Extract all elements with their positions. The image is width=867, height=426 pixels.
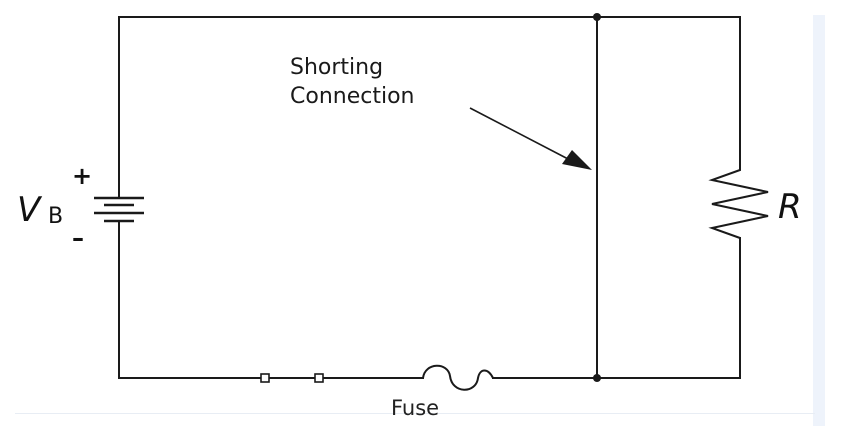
resistor-symbol	[708, 162, 769, 239]
terminal-left	[260, 373, 270, 383]
junction-bottom	[593, 374, 601, 382]
battery-voltage-subscript: B	[48, 204, 64, 229]
callout-line-2: Connection	[290, 84, 415, 109]
battery-negative-sign: –	[72, 224, 84, 252]
battery-symbol	[94, 196, 144, 223]
shorting-connection-label: Shorting Connection	[290, 53, 414, 111]
junction-top	[593, 13, 601, 21]
terminal-right	[314, 373, 324, 383]
right-edge-strip	[813, 15, 825, 426]
fuse-symbol	[422, 364, 494, 391]
callout-arrow-line	[469, 107, 571, 161]
bottom-divider	[15, 413, 815, 414]
fuse-label: Fuse	[391, 396, 440, 420]
callout-line-1: Shorting	[290, 55, 384, 80]
battery-positive-sign: +	[72, 162, 93, 190]
battery-voltage-symbol: V	[17, 190, 41, 230]
resistor-label: R	[778, 187, 802, 227]
callout-arrowhead	[562, 150, 592, 170]
